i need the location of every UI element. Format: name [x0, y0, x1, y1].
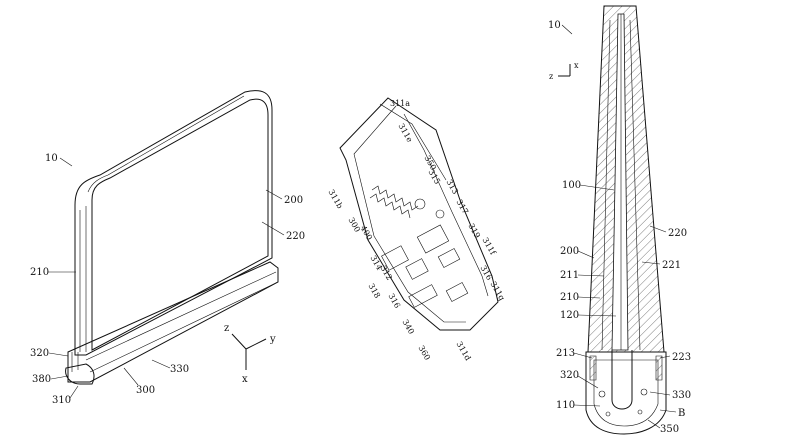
label-318: 318: [367, 282, 382, 300]
label-311a: 311a: [390, 99, 410, 108]
label-200: 200: [284, 195, 303, 206]
right-figure: 10 x z 100 220 200 221 211 210 120 213 2…: [548, 5, 691, 435]
left-figure: 10 200 220 210 320 380 310 300 330 z y x: [30, 90, 305, 406]
axis-triad-right: x z: [549, 61, 579, 81]
label-330-right: 330: [672, 390, 691, 401]
label-223: 223: [672, 352, 691, 363]
label-319: 319: [467, 222, 482, 240]
axis-triad-left: z y x: [224, 323, 276, 385]
label-221: 221: [662, 260, 681, 271]
label-380: 380: [32, 374, 51, 385]
spring: [369, 185, 419, 219]
label-100: 100: [562, 180, 581, 191]
label-311e: 311e: [397, 122, 415, 144]
label-311d: 311d: [455, 340, 473, 362]
label-315: 315: [427, 168, 442, 186]
axis-z-right: z: [549, 72, 553, 81]
axis-z: z: [224, 323, 229, 334]
label-350-right: 350: [660, 424, 679, 435]
label-360: 360: [417, 344, 432, 362]
label-220: 220: [286, 231, 305, 242]
label-210: 210: [30, 267, 49, 278]
axis-y: y: [269, 334, 276, 345]
label-340: 340: [401, 318, 416, 336]
label-110: 110: [556, 400, 575, 411]
label-220-right: 220: [668, 228, 687, 239]
label-210-right: 210: [560, 292, 579, 303]
label-120: 120: [560, 310, 579, 321]
label-316-a: 316: [387, 292, 402, 310]
label-ref-10-right: 10: [548, 20, 561, 31]
label-213: 213: [556, 348, 575, 359]
label-310: 310: [52, 395, 71, 406]
label-317: 317: [455, 198, 470, 216]
label-311g: 311g: [489, 280, 507, 302]
label-B: B: [678, 408, 685, 419]
label-ref-10: 10: [45, 153, 58, 164]
label-211: 211: [560, 270, 579, 281]
label-311b: 311b: [327, 188, 345, 210]
label-300: 300: [347, 216, 362, 234]
label-300: 300: [136, 385, 155, 396]
label-200-right: 200: [560, 246, 579, 257]
middle-figure: 311a 311e 350 315 313 317 319 311f 311b …: [327, 97, 507, 362]
label-320-right: 320: [560, 370, 579, 381]
axis-x: x: [242, 374, 248, 385]
axis-x-right: x: [574, 61, 579, 70]
label-320: 320: [30, 348, 49, 359]
label-330: 330: [170, 364, 189, 375]
